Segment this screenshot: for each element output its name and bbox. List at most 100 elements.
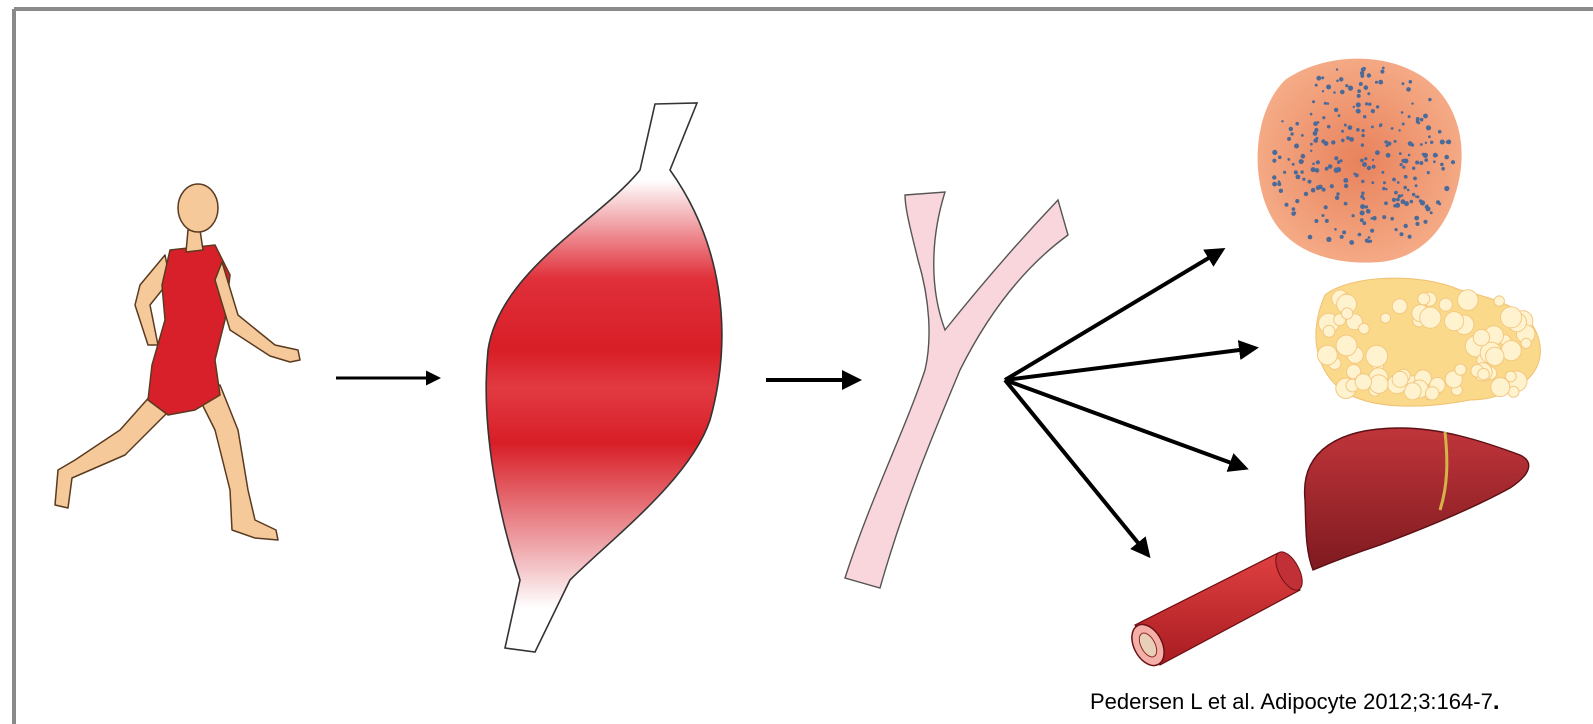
tumor-dot	[1444, 155, 1449, 160]
tumor-dot	[1406, 87, 1411, 92]
tumor-dot	[1308, 235, 1313, 240]
fat-cell	[1473, 329, 1489, 345]
tumor-dot	[1348, 86, 1353, 91]
tumor-dot	[1365, 205, 1368, 208]
tumor-dot	[1363, 115, 1366, 118]
fat-cell	[1392, 299, 1407, 314]
tumor-dot	[1392, 198, 1396, 202]
tumor-dot	[1278, 180, 1281, 183]
tumor-dot	[1394, 191, 1398, 195]
tumor-dot	[1304, 192, 1308, 196]
citation-end-mark: .	[1493, 688, 1500, 715]
fat-cell	[1486, 347, 1504, 365]
tumor-dot	[1360, 218, 1364, 222]
tumor-dot	[1367, 210, 1370, 213]
fat-cell	[1355, 374, 1371, 390]
fat-cell	[1420, 307, 1441, 328]
tumor-dot	[1287, 158, 1290, 161]
tumor-dot	[1360, 204, 1365, 209]
tumor-dot	[1403, 186, 1407, 190]
tumor-dot	[1423, 220, 1427, 224]
tumor-dot	[1356, 128, 1360, 132]
tumor-dot	[1272, 175, 1276, 179]
tumor-dot	[1427, 171, 1430, 174]
tumor-dot	[1403, 159, 1408, 164]
tumor-dot	[1342, 230, 1346, 234]
tumor-dot	[1349, 137, 1354, 142]
tumor-dot	[1371, 126, 1374, 129]
tumor-dot	[1285, 203, 1289, 207]
tumor-dot	[1290, 132, 1293, 135]
tumor-dot	[1357, 94, 1361, 98]
tumor-dot	[1341, 130, 1344, 133]
fat-cell	[1323, 325, 1335, 337]
tumor-dot	[1343, 178, 1348, 183]
tumor-dot	[1327, 125, 1331, 129]
tumor-dot	[1336, 68, 1338, 70]
tumor-dot	[1327, 102, 1330, 105]
tumor-dot	[1414, 216, 1419, 221]
tumor-dot	[1425, 142, 1427, 144]
tumor-dot	[1316, 137, 1319, 140]
tumor-dot	[1380, 70, 1384, 74]
tumor-dot	[1334, 156, 1338, 160]
tumor-dot	[1322, 214, 1325, 217]
tumor-dot	[1408, 115, 1411, 118]
tumor-dot	[1344, 184, 1348, 188]
tumor-dot	[1348, 125, 1353, 130]
tumor-dot	[1278, 156, 1282, 160]
tumor-dot	[1272, 182, 1277, 187]
tumor-dot	[1423, 114, 1428, 119]
tumor-dot	[1313, 131, 1318, 136]
tumor-dot	[1369, 240, 1372, 243]
fat-cell	[1491, 378, 1510, 397]
tumor-dot	[1375, 81, 1378, 84]
tumor-dot	[1367, 92, 1370, 95]
tumor-dot	[1378, 80, 1383, 85]
fat-cell	[1359, 323, 1370, 334]
tumor-dot	[1361, 180, 1364, 183]
tumor-dot	[1302, 178, 1305, 181]
tumor-dot	[1409, 80, 1413, 84]
tumor-dot	[1420, 118, 1424, 122]
tumor-dot	[1398, 129, 1400, 131]
tumor-dot	[1287, 137, 1291, 141]
fat-cell	[1501, 307, 1522, 328]
tumor-dot	[1340, 235, 1344, 239]
tumor-dot	[1415, 161, 1419, 165]
tumor-dot	[1430, 211, 1433, 214]
tumor-dot	[1390, 217, 1394, 221]
arrow-to-fat	[1005, 348, 1255, 380]
fat-cell	[1392, 371, 1408, 387]
tumor-dot	[1361, 143, 1364, 146]
tumor-dot	[1360, 195, 1364, 199]
tumor-dot	[1324, 102, 1327, 105]
tumor-dot	[1357, 89, 1361, 93]
fat-cell	[1455, 364, 1466, 375]
tumor-dot	[1299, 159, 1303, 163]
tumor-dot	[1272, 150, 1277, 155]
tumor-dot	[1322, 188, 1326, 192]
tumor-dot	[1311, 167, 1316, 172]
tumor-dot	[1400, 232, 1404, 236]
fat-cell	[1426, 387, 1439, 400]
tumor-dot	[1370, 229, 1374, 233]
running-person-icon	[55, 184, 300, 540]
tumor-dot	[1345, 84, 1348, 87]
tumor-dot	[1344, 202, 1348, 206]
tumor-dot	[1353, 173, 1356, 176]
tumor-dot	[1334, 108, 1338, 112]
tumor-dot	[1411, 102, 1413, 104]
tumor-dot	[1294, 170, 1298, 174]
liver-icon	[1305, 428, 1529, 570]
tumor-dot	[1344, 124, 1347, 127]
fat-cell	[1458, 290, 1479, 311]
tumor-dot	[1356, 102, 1361, 107]
tumor-dot	[1371, 109, 1375, 113]
tumor-dot	[1281, 120, 1283, 122]
tumor-dot	[1423, 153, 1428, 158]
tumor-dot	[1324, 141, 1329, 146]
tumor-dot	[1336, 80, 1339, 83]
tumor-dot	[1381, 171, 1384, 174]
tumor-dot	[1362, 221, 1366, 225]
